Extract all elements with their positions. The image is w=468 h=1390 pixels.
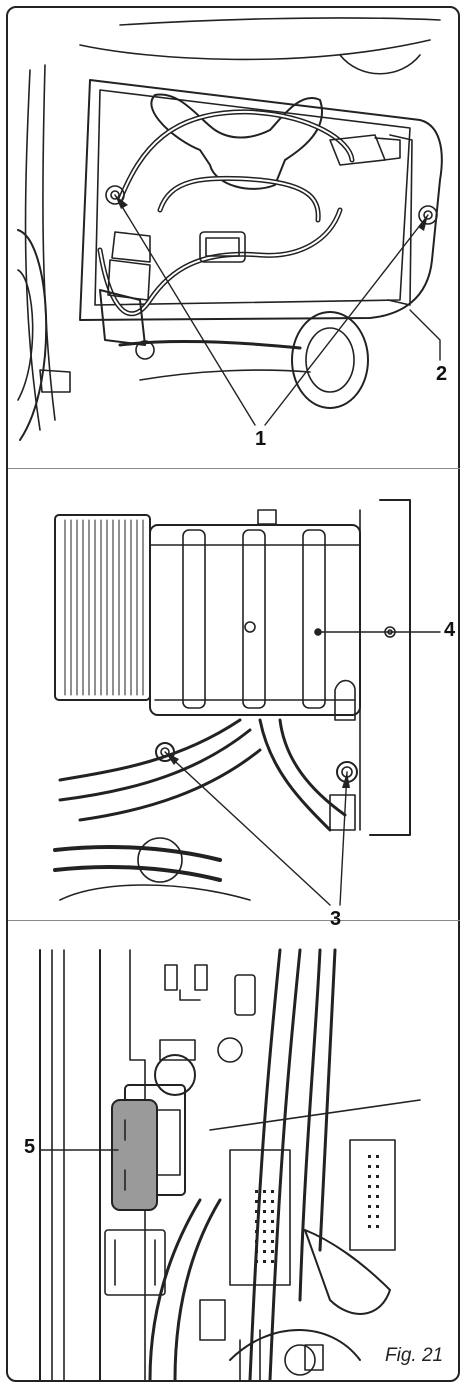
- callout-label-3: 3: [330, 908, 342, 930]
- leader-line-3b: [339, 771, 348, 906]
- leader-line-1b: [264, 214, 429, 426]
- rear-wheel: [291, 311, 369, 409]
- leader-line-3a: [164, 751, 331, 906]
- hook-holder: [150, 93, 323, 190]
- divider-top: [8, 468, 460, 469]
- divider-bottom: [8, 920, 460, 921]
- panel-2-illustration: [53, 499, 441, 906]
- callout-label-2: 2: [436, 363, 448, 385]
- panel1-housing: [79, 79, 443, 321]
- screw-hole-right: [418, 205, 438, 225]
- fuse: [111, 1099, 158, 1211]
- panel-1-illustration: [17, 17, 443, 441]
- controller-box: [149, 524, 361, 716]
- label-window: [199, 231, 246, 263]
- callout-label-5: 5: [24, 1136, 36, 1158]
- figure-border: [6, 6, 460, 1382]
- screw-hole-left: [105, 185, 125, 205]
- ribbed-block: [54, 514, 151, 701]
- panel1-body-left: [24, 69, 41, 431]
- capacitor-left: [154, 1054, 196, 1096]
- panel-3-illustration: [39, 948, 421, 1382]
- leader-line-2: [409, 309, 441, 361]
- figure-caption: Fig. 21: [385, 1345, 444, 1366]
- leader-line-1a: [114, 194, 256, 426]
- capacitor-right: [217, 1037, 243, 1063]
- callout-label-1: 1: [255, 428, 267, 450]
- callout-label-4: 4: [444, 619, 456, 641]
